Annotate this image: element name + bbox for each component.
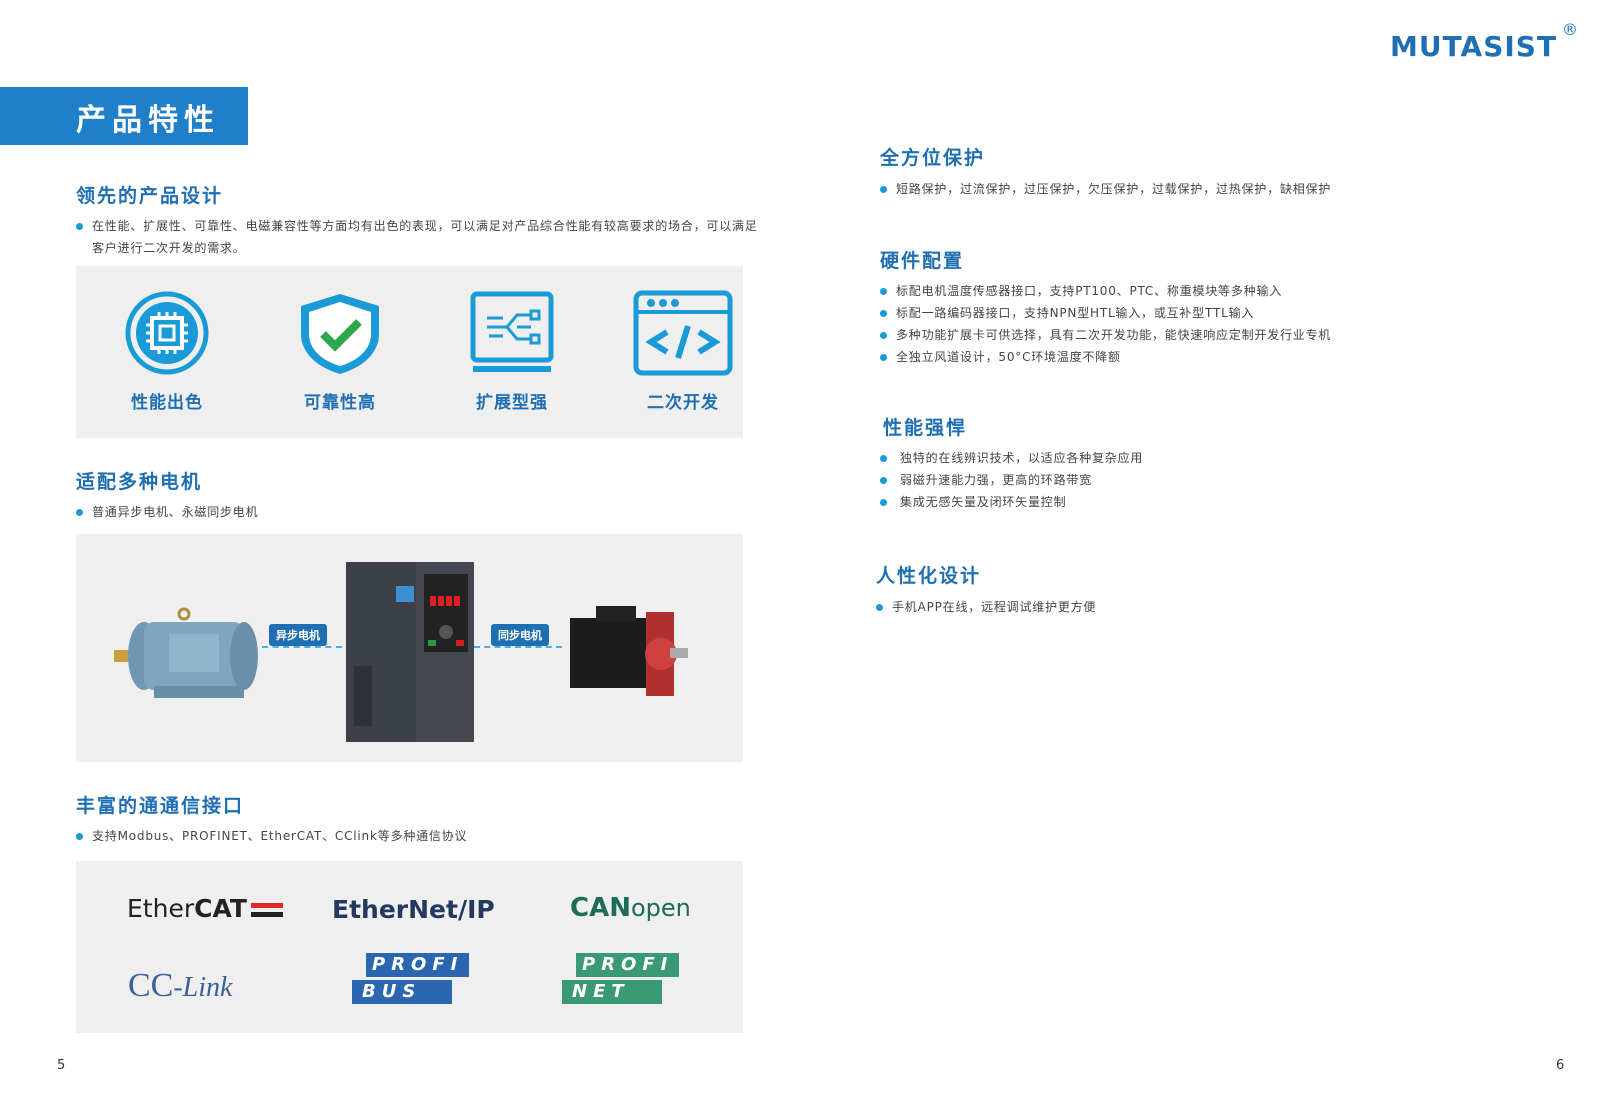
bullet-performance: 集成无感矢量及闭环矢量控制 — [880, 491, 1066, 513]
brand-name: MUTASIST — [1390, 30, 1558, 63]
logo-text: open — [630, 894, 691, 922]
bullet-protection: 短路保护，过流保护，过压保护，欠压保护，过载保护，过热保护，缺相保护 — [880, 178, 1331, 200]
feature-label: 扩展型强 — [476, 393, 548, 413]
logo-text: CC — [128, 967, 174, 1004]
bullet-hardware: 标配一路编码器接口，支持NPN型HTL输入，或互补型TTL输入 — [880, 302, 1254, 324]
inverter-image — [346, 562, 474, 742]
feature-reliability: 可靠性高 — [275, 266, 405, 413]
bullet-text: 在性能、扩展性、可靠性、电磁兼容性等方面均有出色的表现，可以满足对产品综合性能有… — [92, 219, 758, 233]
code-window-icon — [633, 290, 733, 376]
heading-hardware: 硬件配置 — [880, 250, 965, 272]
bullet-performance: 独特的在线辨识技术，以适应各种复杂应用 — [880, 447, 1143, 469]
logo-text: PROFI — [576, 953, 680, 977]
feature-panel: 性能出色 可靠性高 扩展型强 二次开发 — [76, 266, 743, 438]
logo-text: Ether — [127, 894, 195, 923]
ethernetip-logo: EtherNet/IP — [332, 895, 495, 924]
logo-text: BUS — [352, 980, 452, 1004]
logo-text: CAN — [570, 893, 631, 923]
heading-motors: 适配多种电机 — [76, 471, 203, 493]
protocol-logo-panel: EtherCAT EtherNet/IP CANopen CC-Link PRO… — [76, 861, 743, 1033]
section-banner: 产品特性 — [0, 87, 248, 145]
feature-label: 二次开发 — [647, 393, 719, 413]
logo-text: CAT — [194, 894, 247, 923]
ethercat-logo: EtherCAT — [127, 894, 283, 923]
sync-motor-image — [570, 606, 688, 696]
canopen-logo: CANopen — [570, 893, 691, 923]
bullet-text: 客户进行二次开发的需求。 — [92, 241, 246, 255]
async-motor-image — [114, 607, 258, 698]
shield-check-icon — [301, 294, 379, 374]
bullet-design: 在性能、扩展性、可靠性、电磁兼容性等方面均有出色的表现，可以满足对产品综合性能有… — [76, 215, 758, 259]
bullet-motors: 普通异步电机、永磁同步电机 — [76, 501, 258, 523]
connector-line — [262, 646, 342, 648]
feature-label: 性能出色 — [131, 393, 203, 413]
bullet-hardware: 全独立风道设计，50°C环境温度不降额 — [880, 346, 1121, 368]
logo-text: NET — [562, 980, 662, 1004]
sync-motor-label: 同步电机 — [491, 624, 549, 646]
connector-line — [474, 646, 562, 648]
bullet-human-design: 手机APP在线，远程调试维护更方便 — [876, 596, 1096, 618]
bullet-comm: 支持Modbus、PROFINET、EtherCAT、CClink等多种通信协议 — [76, 825, 467, 847]
brand-logo: MUTASIST® — [1390, 20, 1578, 63]
page-number-right: 6 — [1556, 1058, 1565, 1073]
heading-performance: 性能强悍 — [883, 417, 968, 439]
bullet-hardware: 多种功能扩展卡可供选择，具有二次开发功能，能快速响应定制开发行业专机 — [880, 324, 1331, 346]
heading-comm: 丰富的通通信接口 — [76, 795, 245, 817]
profinet-logo: PROFI NET — [562, 953, 680, 1004]
feature-performance: 性能出色 — [102, 266, 232, 413]
heading-human-design: 人性化设计 — [876, 565, 982, 587]
heading-protection: 全方位保护 — [880, 147, 986, 169]
heading-design: 领先的产品设计 — [76, 185, 224, 207]
feature-expandability: 扩展型强 — [447, 266, 577, 413]
registered-mark: ® — [1562, 20, 1580, 39]
page-number-left: 5 — [57, 1058, 66, 1073]
feature-label: 可靠性高 — [304, 393, 376, 413]
chip-icon — [125, 291, 209, 375]
logo-text: PROFI — [366, 953, 470, 977]
logo-text: -Link — [173, 972, 233, 1003]
cclink-logo: CC-Link — [128, 967, 232, 1005]
bullet-performance: 弱磁升速能力强，更高的环路带宽 — [880, 469, 1092, 491]
async-motor-label: 异步电机 — [269, 624, 327, 646]
bullet-hardware: 标配电机温度传感器接口，支持PT100、PTC、称重模块等多种输入 — [880, 280, 1282, 302]
network-icon — [470, 291, 554, 372]
feature-secondary-dev: 二次开发 — [618, 266, 748, 413]
profibus-logo: PROFI BUS — [352, 953, 470, 1004]
motor-panel: 异步电机 同步电机 — [76, 534, 743, 762]
